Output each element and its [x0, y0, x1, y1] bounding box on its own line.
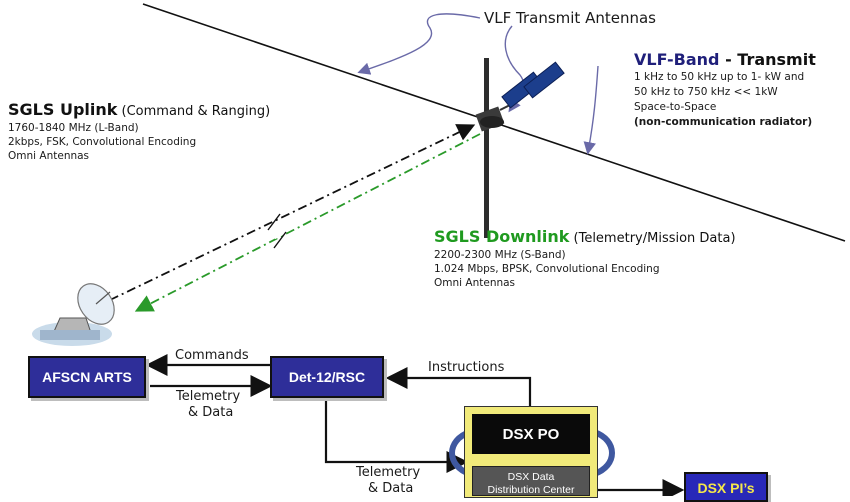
afscn-arts-box: AFSCN ARTS [28, 356, 146, 398]
telemetry-label-1a: Telemetry [176, 389, 241, 404]
telemetry-label-1b: & Data [188, 405, 234, 420]
vlf-callout-left [357, 13, 481, 75]
sgls-downlink-line-2: 1.024 Mbps, BPSK, Convolutional Encoding [434, 263, 660, 275]
satellite-icon [475, 61, 565, 132]
vlf-band-title-main: VLF-Band [634, 50, 720, 69]
sgls-uplink-line-3: Omni Antennas [8, 150, 90, 162]
commands-label: Commands [175, 348, 249, 363]
dsx-po-box: DSX PO [472, 414, 590, 454]
sgls-downlink-title: SGLS Downlink (Telemetry/Mission Data) [434, 227, 736, 246]
dsx-pis-box: DSX PI’s [684, 472, 768, 502]
sgls-uplink-line-1: 1760-1840 MHz (L-Band) [8, 122, 139, 134]
sgls-downlink-line-1: 2200-2300 MHz (S-Band) [434, 249, 566, 261]
det12-rsc-box: Det-12/RSC [270, 356, 384, 398]
sgls-uplink-line-2: 2kbps, FSK, Convolutional Encoding [8, 136, 197, 148]
vlf-antennas-label: VLF Transmit Antennas [484, 9, 656, 27]
dsx-loop-right [592, 429, 615, 477]
telemetry-arrow-2 [324, 398, 469, 473]
ground-dish-icon [32, 283, 115, 346]
sgls-uplink-subtitle: (Command & Ranging) [117, 104, 271, 119]
sgls-downlink-subtitle: (Telemetry/Mission Data) [569, 231, 736, 246]
downlink-line [134, 133, 481, 312]
sgls-uplink-title: SGLS Uplink (Command & Ranging) [8, 100, 270, 119]
break-mark-1 [267, 213, 281, 231]
vlf-band-title-suffix: - Transmit [719, 50, 816, 69]
uplink-line [109, 124, 476, 301]
break-gap [269, 224, 283, 240]
vlf-band-line-2: 50 kHz to 750 kHz << 1kW [634, 86, 778, 98]
break-mark-2 [273, 231, 287, 249]
telemetry-label-2b: & Data [368, 481, 414, 496]
vlf-band-title: VLF-Band - Transmit [634, 50, 816, 69]
sgls-downlink-title-main: SGLS Downlink [434, 227, 570, 246]
sgls-uplink-title-main: SGLS Uplink [8, 100, 118, 119]
vlf-band-callout [583, 65, 599, 155]
instructions-label: Instructions [428, 360, 505, 375]
dsx-ddc-line-2: Distribution Center [487, 484, 575, 496]
vlf-band-note: (non-communication radiator) [634, 116, 813, 128]
vlf-band-line-3: Space-to-Space [634, 101, 717, 113]
satellite-boom [484, 58, 489, 238]
dsx-ddc-line-1: DSX Data [507, 471, 555, 483]
sgls-downlink-line-3: Omni Antennas [434, 277, 516, 289]
vlf-band-line-1: 1 kHz to 50 kHz up to 1- kW and [634, 71, 805, 83]
telemetry-label-2a: Telemetry [356, 465, 421, 480]
instructions-arrow [385, 367, 532, 412]
